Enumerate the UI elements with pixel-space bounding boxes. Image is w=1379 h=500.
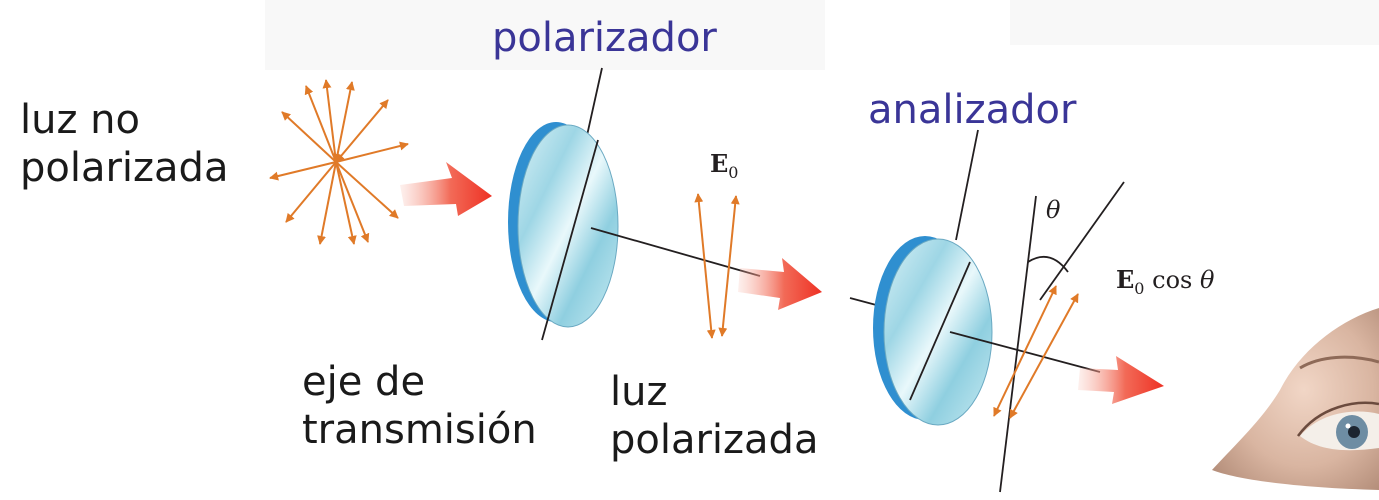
polarizer-label: polarizador: [492, 15, 717, 61]
unpolarized-light-starburst: [269, 79, 409, 245]
polarizer-disk: [508, 67, 761, 341]
angle-reference-lines: [999, 181, 1125, 493]
polarizer-transmission-axis: [541, 139, 599, 341]
polarized-field-arrows: [694, 193, 740, 339]
e0-label: E0: [710, 152, 738, 181]
analyzer-label: analizador: [868, 87, 1077, 133]
observer-eye: [1212, 308, 1379, 490]
polarizer-leader-line: [585, 67, 603, 141]
light-beam-arrow-3: [1078, 356, 1164, 404]
theta-label: θ: [1046, 196, 1061, 224]
polarized-light-label-line1: luz: [610, 369, 668, 415]
theta-arc: [1027, 255, 1069, 273]
unpolarized-light-label-line1: luz no: [20, 97, 140, 143]
transmission-axis-label-line2: transmisión: [302, 407, 537, 453]
label-background-top: [265, 0, 825, 70]
transmission-axis-label-line1: eje de: [302, 359, 426, 405]
e0-subscript: 0: [728, 162, 739, 182]
transmitted-field-arrows: [993, 285, 1079, 419]
polarized-light-label-line2: polarizada: [610, 417, 819, 463]
cos-theta: θ: [1199, 266, 1215, 294]
light-beam-arrow-2: [738, 258, 822, 310]
unpolarized-light-label-line2: polarizada: [20, 145, 229, 191]
e0-subscript-2: 0: [1134, 278, 1145, 298]
e0-letter: E: [710, 149, 729, 178]
analyzer-leader-line: [955, 129, 979, 241]
analyzer-transmission-axis: [909, 261, 971, 401]
label-background-right: [1010, 0, 1379, 45]
e0-letter-2: E: [1116, 265, 1135, 294]
e0-cos-theta-label: E0 cos θ: [1116, 268, 1214, 297]
cos-text: cos: [1152, 266, 1193, 294]
light-beam-arrow-1: [400, 162, 492, 216]
analyzer-disk: [849, 129, 1101, 426]
